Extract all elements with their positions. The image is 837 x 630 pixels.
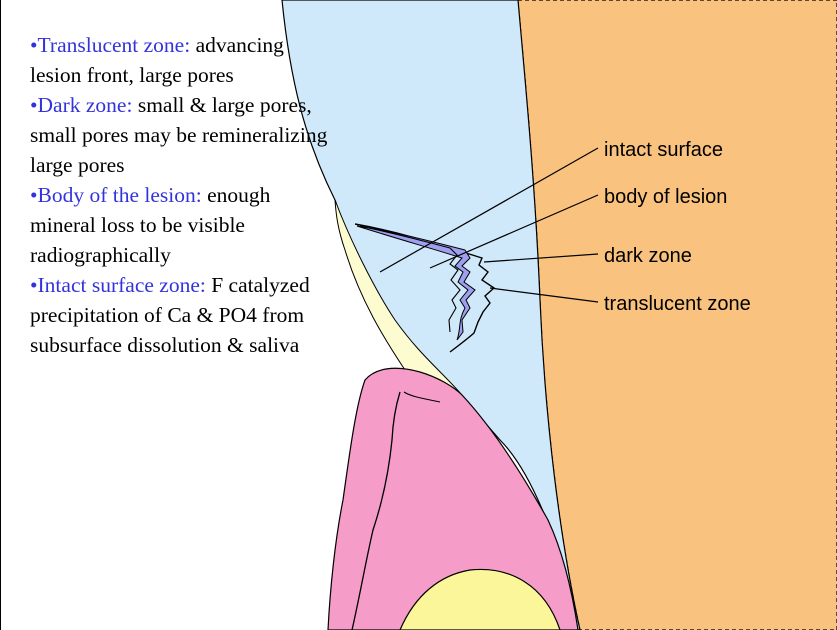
label-dark-zone: dark zone [604, 245, 692, 267]
bullet-heading: •Translucent zone: [30, 33, 190, 57]
bullet-intact-surface-zone: •Intact surface zone: F catalyzed precip… [30, 270, 330, 360]
bullet-list: •Translucent zone: advancing lesion fron… [30, 30, 330, 360]
bullet-heading: •Intact surface zone: [30, 273, 206, 297]
bullet-heading: •Dark zone: [30, 93, 132, 117]
dentin-region [518, 0, 837, 630]
label-translucent-zone: translucent zone [604, 293, 751, 315]
bullet-body-of-lesion: •Body of the lesion: enough mineral loss… [30, 180, 330, 270]
label-intact-surface: intact surface [604, 139, 723, 161]
bullet-dark-zone: •Dark zone: small & large pores, small p… [30, 90, 330, 180]
bullet-heading: •Body of the lesion: [30, 183, 202, 207]
label-body-of-lesion: body of lesion [604, 186, 727, 208]
bullet-translucent-zone: •Translucent zone: advancing lesion fron… [30, 30, 330, 90]
